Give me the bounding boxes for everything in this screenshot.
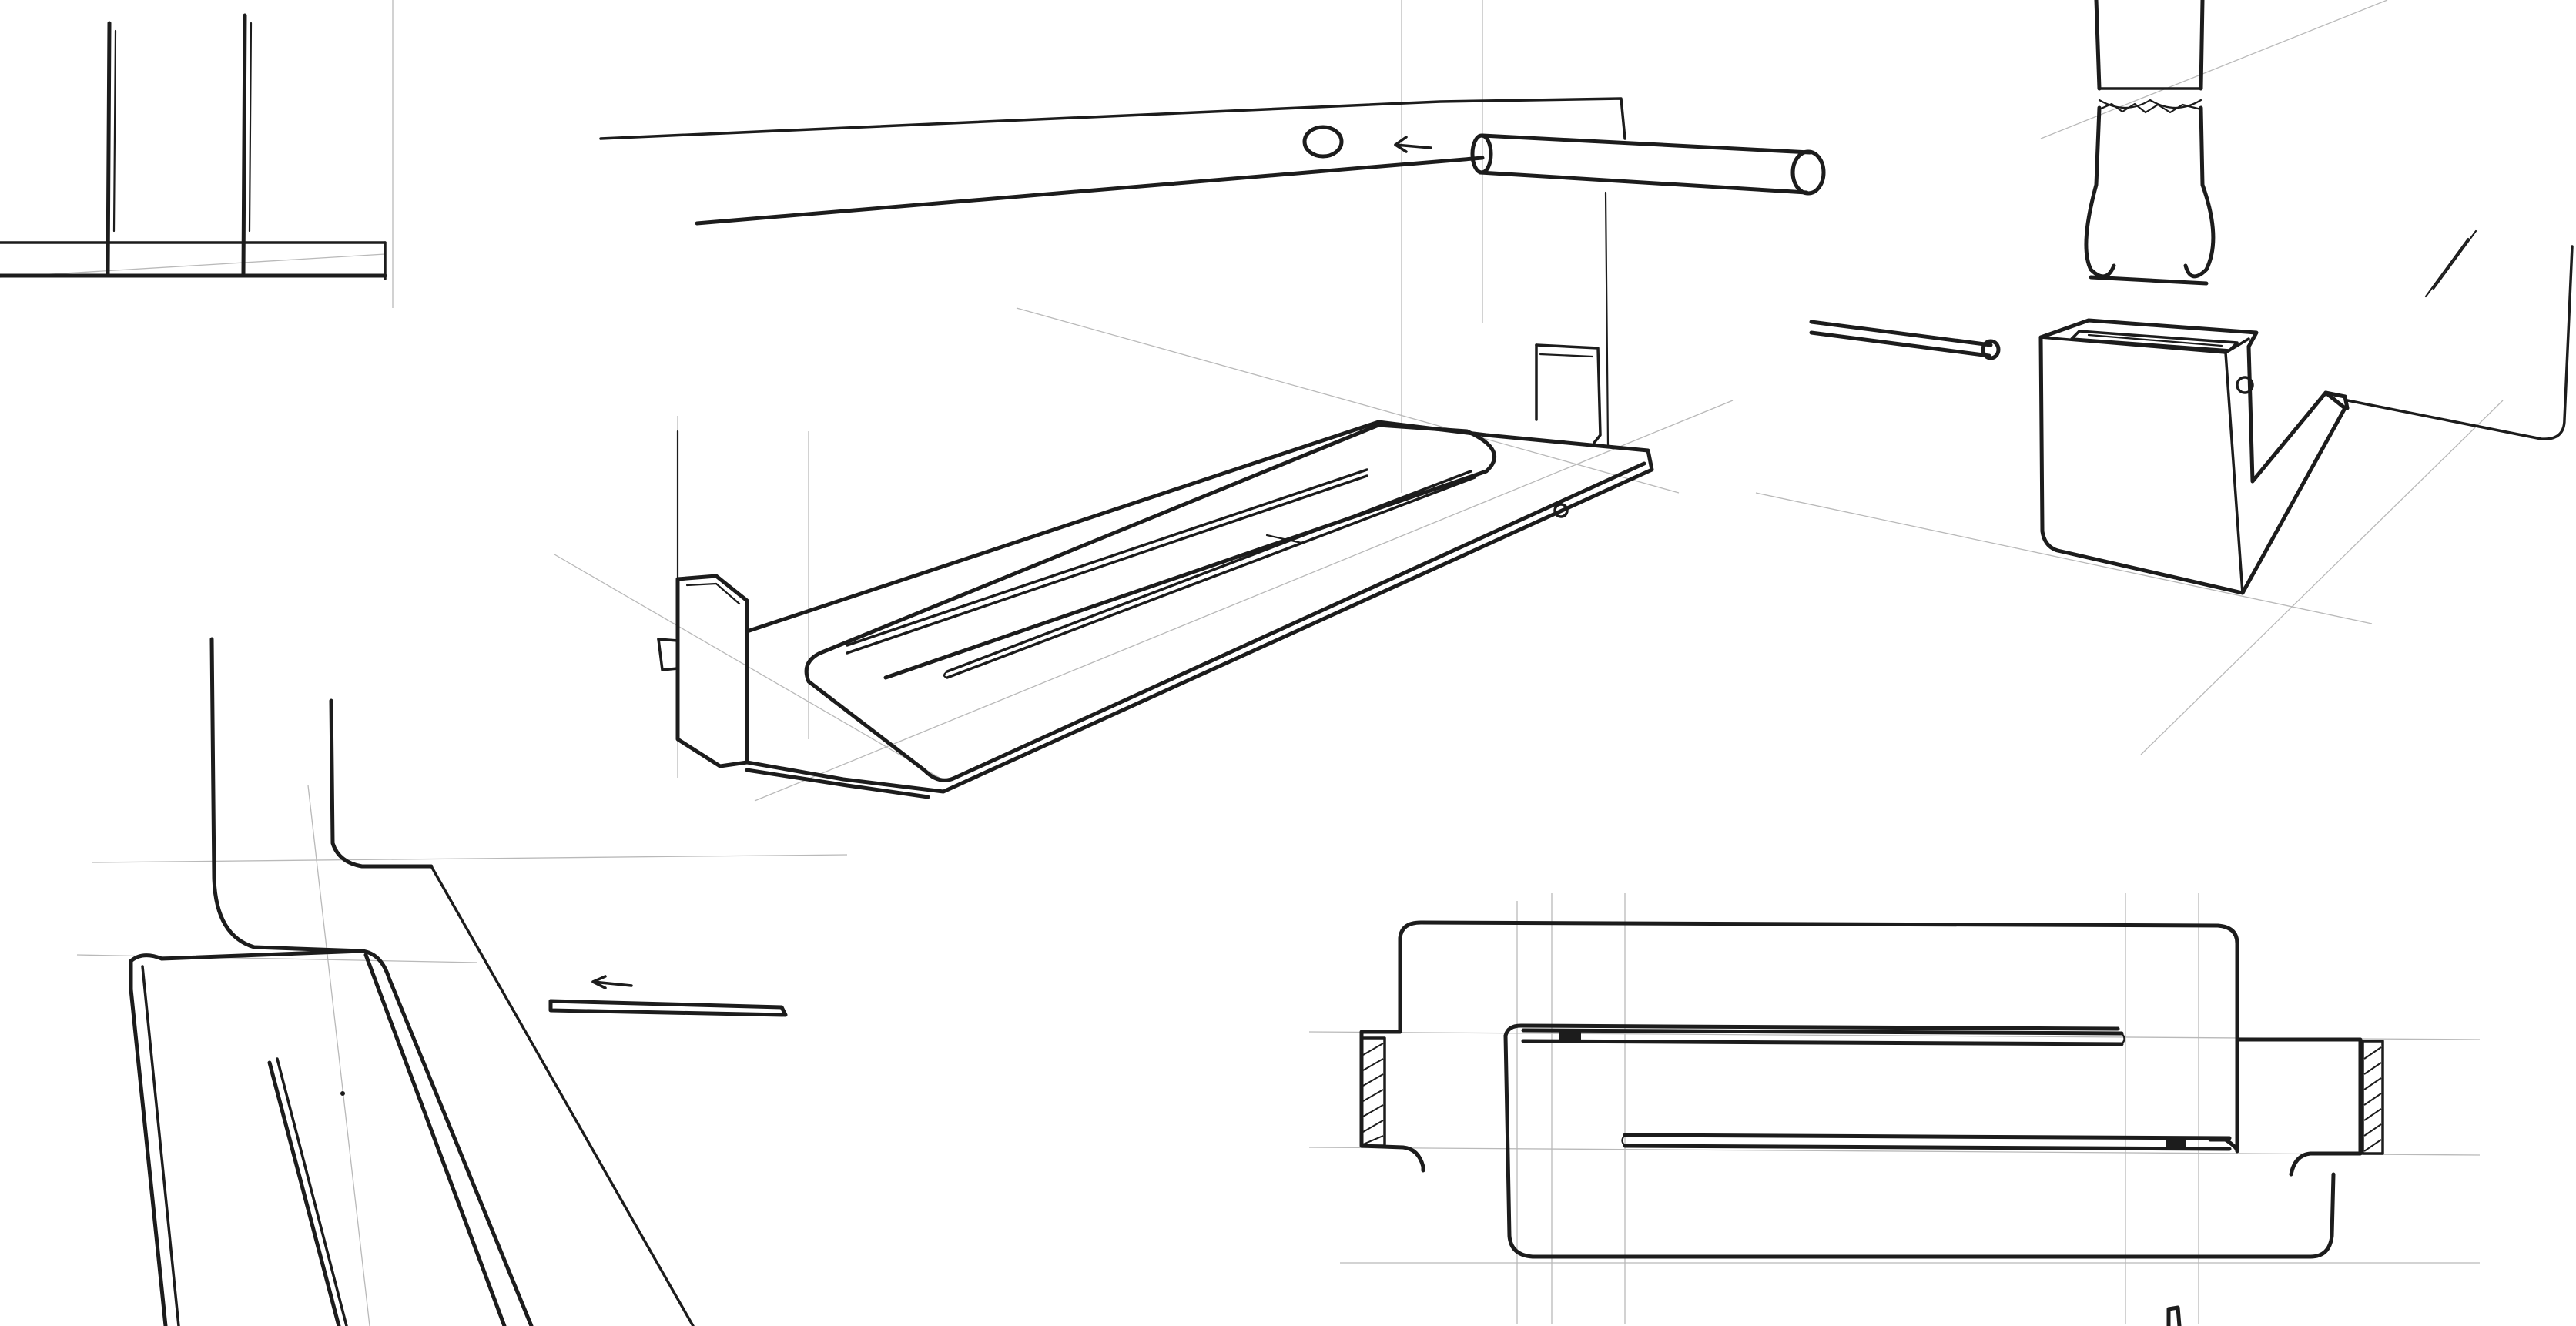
fixing-hole bbox=[1302, 125, 1344, 159]
left-hatch bbox=[1362, 1043, 1384, 1145]
shelf-with-rod-exploded bbox=[599, 97, 1826, 799]
construction-guides bbox=[0, 0, 2504, 1326]
right-hatch bbox=[2363, 1046, 2382, 1152]
leg-foot-detail bbox=[1809, 0, 2574, 595]
post-base-detail bbox=[0, 13, 387, 280]
rail-corner-detail bbox=[129, 637, 788, 1326]
shelf-top-view bbox=[1359, 920, 2384, 1326]
